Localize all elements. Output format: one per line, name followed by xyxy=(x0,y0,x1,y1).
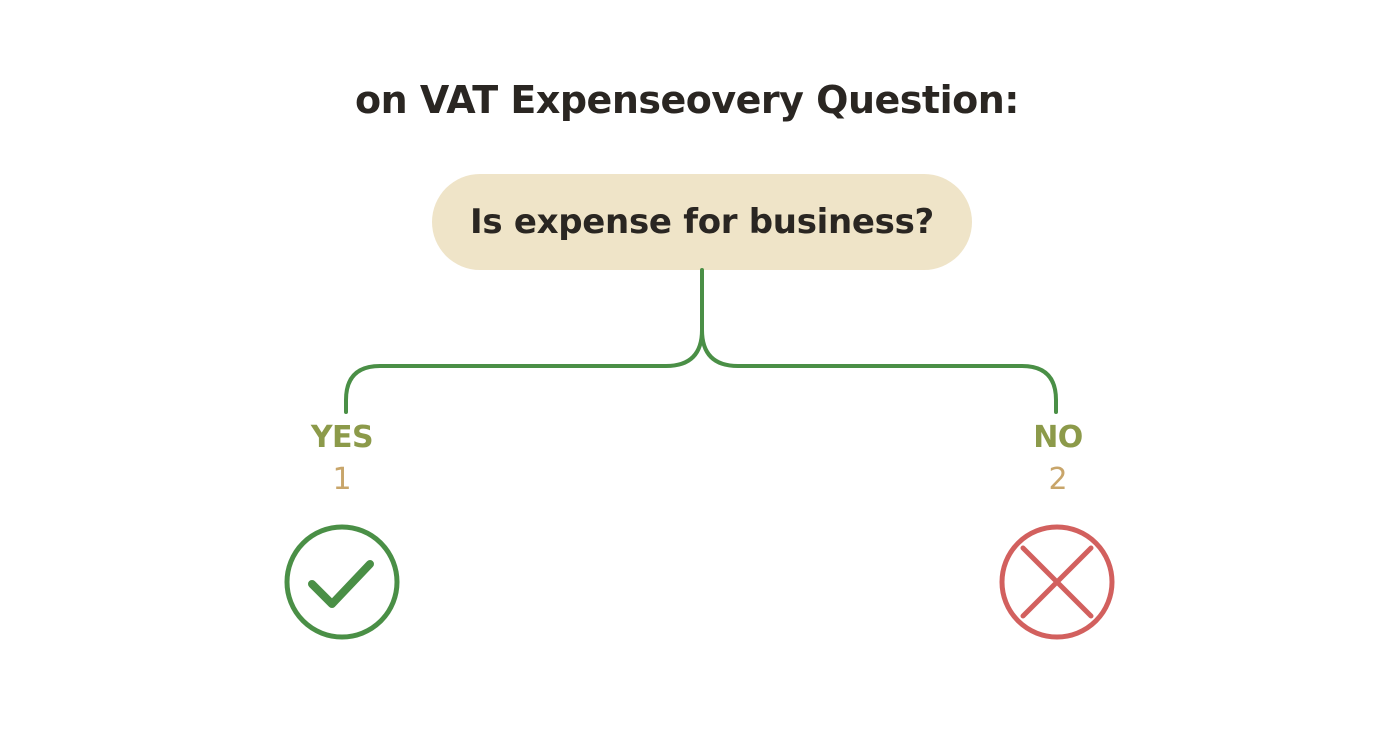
no-label: NO xyxy=(1033,420,1083,455)
check-circle-icon xyxy=(284,524,400,640)
diagram-title: on VAT Expenseovery Question: xyxy=(355,78,1019,122)
connector-trunk-right xyxy=(700,328,1058,414)
connector-trunk-left xyxy=(344,268,704,414)
question-node: Is expense for business? xyxy=(432,174,972,270)
yes-label: YES xyxy=(310,420,374,455)
question-text: Is expense for business? xyxy=(470,202,934,242)
x-circle-icon xyxy=(999,524,1115,640)
yes-number: 1 xyxy=(332,462,352,497)
no-number: 2 xyxy=(1048,462,1068,497)
